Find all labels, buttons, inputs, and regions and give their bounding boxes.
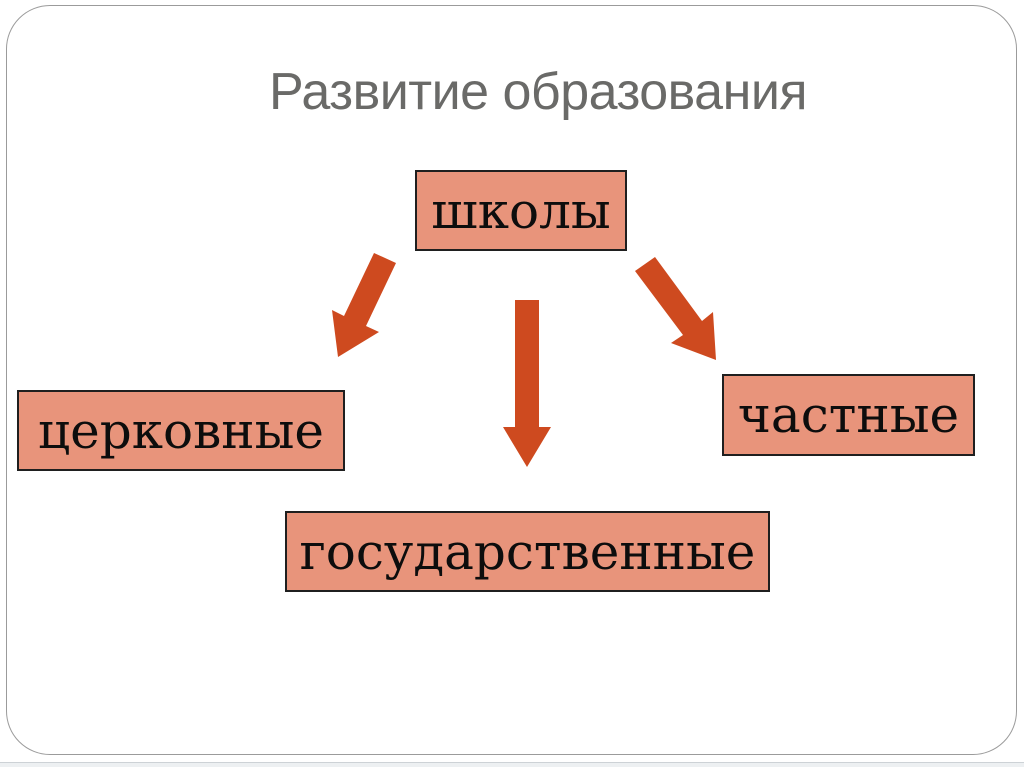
node-schools: школы [415, 170, 627, 251]
slide-title: Развитие образования [268, 63, 808, 121]
node-private-schools: частные [722, 374, 975, 456]
node-state-schools: государственные [285, 511, 770, 592]
node-church-schools: церковные [17, 390, 345, 471]
bottom-edge-strip [0, 762, 1024, 767]
